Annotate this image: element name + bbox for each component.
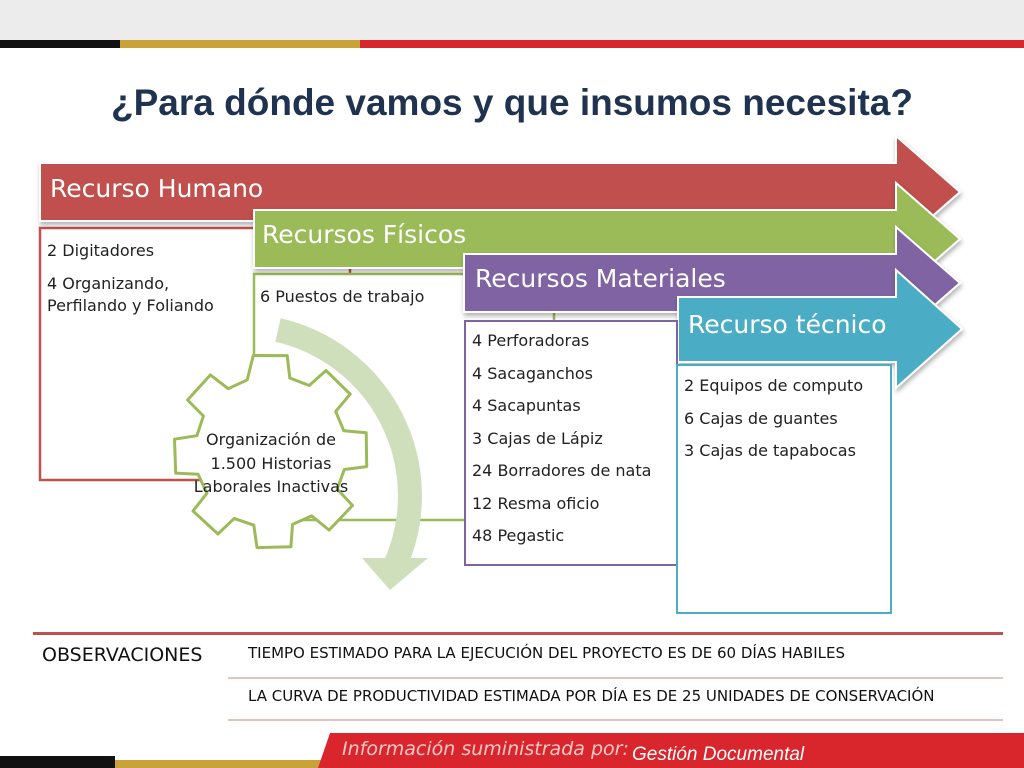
materiales-item: 24 Borradores de nata [472,461,652,480]
tecnico-header: Recurso técnico [688,310,887,339]
observations-row-divider [228,677,1003,679]
footer-label: Información suministrada por: [342,738,629,760]
cycle-arrow [275,318,422,568]
observation-row: LA CURVA DE PRODUCTIVIDAD ESTIMADA POR D… [248,687,935,705]
gear-label: Organización de 1.500 Historias Laborale… [193,430,349,496]
footer-bar [0,733,1024,768]
materiales-item: 4 Sacapuntas [472,396,581,415]
materiales-item: 4 Perforadoras [472,331,590,350]
cycle-arrow-head [362,558,428,590]
humano-header: Recurso Humano [50,174,264,203]
fisicos-list: 6 Puestos de trabajo [260,286,460,319]
top-stripe-black [0,40,120,48]
observations-top-rule [33,632,1003,635]
tecnico-list: 2 Equipos de computo 6 Cajas de guantes … [684,375,889,473]
observation-row: TIEMPO ESTIMADO PARA LA EJECUCIÓN DEL PR… [248,644,845,662]
footer-source: Gestión Documental [632,744,805,765]
materiales-list-box [464,320,678,566]
tecnico-item: 6 Cajas de guantes [684,408,838,428]
top-stripe-gold [120,40,360,48]
humano-item: 2 Digitadores [47,241,155,260]
fisicos-header: Recursos Físicos [262,220,467,249]
materiales-item: 48 Pegastic [472,526,565,545]
materiales-item: 4 Sacaganchos [472,363,593,383]
materiales-item: 3 Cajas de Lápiz [472,428,603,448]
observations-label: OBSERVACIONES [42,644,203,666]
fisicos-item: 6 Puestos de trabajo [260,287,425,306]
tecnico-item: 3 Cajas de tapabocas [684,441,856,460]
materiales-item: 12 Resma oficio [472,493,600,513]
observations-bottom-rule [228,719,1003,721]
slide-title: ¿Para dónde vamos y que insumos necesita… [111,82,913,123]
gear-shape [173,354,369,550]
tecnico-arrow [677,267,964,391]
tecnico-list-box [676,364,892,614]
materiales-header: Recursos Materiales [475,264,726,293]
humano-item: 4 Organizando, Perfilando y Foliando [47,273,214,315]
materiales-list: 4 Perforadoras 4 Sacaganchos 4 Sacapunta… [472,330,672,558]
tecnico-item: 2 Equipos de computo [684,376,864,395]
top-stripe-red [360,40,1024,48]
top-band [0,0,1024,40]
humano-list: 2 Digitadores 4 Organizando, Perfilando … [47,240,247,327]
